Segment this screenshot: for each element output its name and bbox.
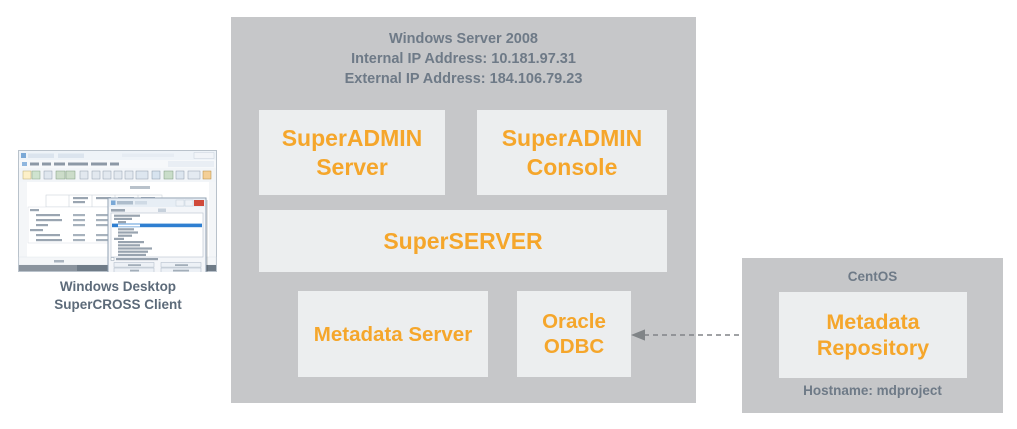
component-superadmin-server[interactable]: SuperADMIN Server: [259, 110, 445, 195]
component-superadmin-console[interactable]: SuperADMIN Console: [477, 110, 667, 195]
component-metadata-server[interactable]: Metadata Server: [298, 291, 488, 377]
centos-hostname: Hostname: mdproject: [803, 383, 942, 398]
client-modal-dialog: [107, 197, 208, 280]
client-screenshot-image: [18, 150, 217, 280]
windows-server-title: Windows Server 2008 Internal IP Address:…: [344, 31, 583, 87]
component-oracle-odbc[interactable]: Oracle ODBC: [517, 291, 631, 377]
centos-title: CentOS: [847, 269, 898, 284]
supercross-client-screenshot: [18, 150, 217, 280]
component-superserver[interactable]: SuperSERVER: [259, 210, 667, 272]
client-caption: Windows Desktop SuperCROSS Client: [54, 279, 182, 313]
component-metadata-repository[interactable]: Metadata Repository: [779, 292, 967, 378]
